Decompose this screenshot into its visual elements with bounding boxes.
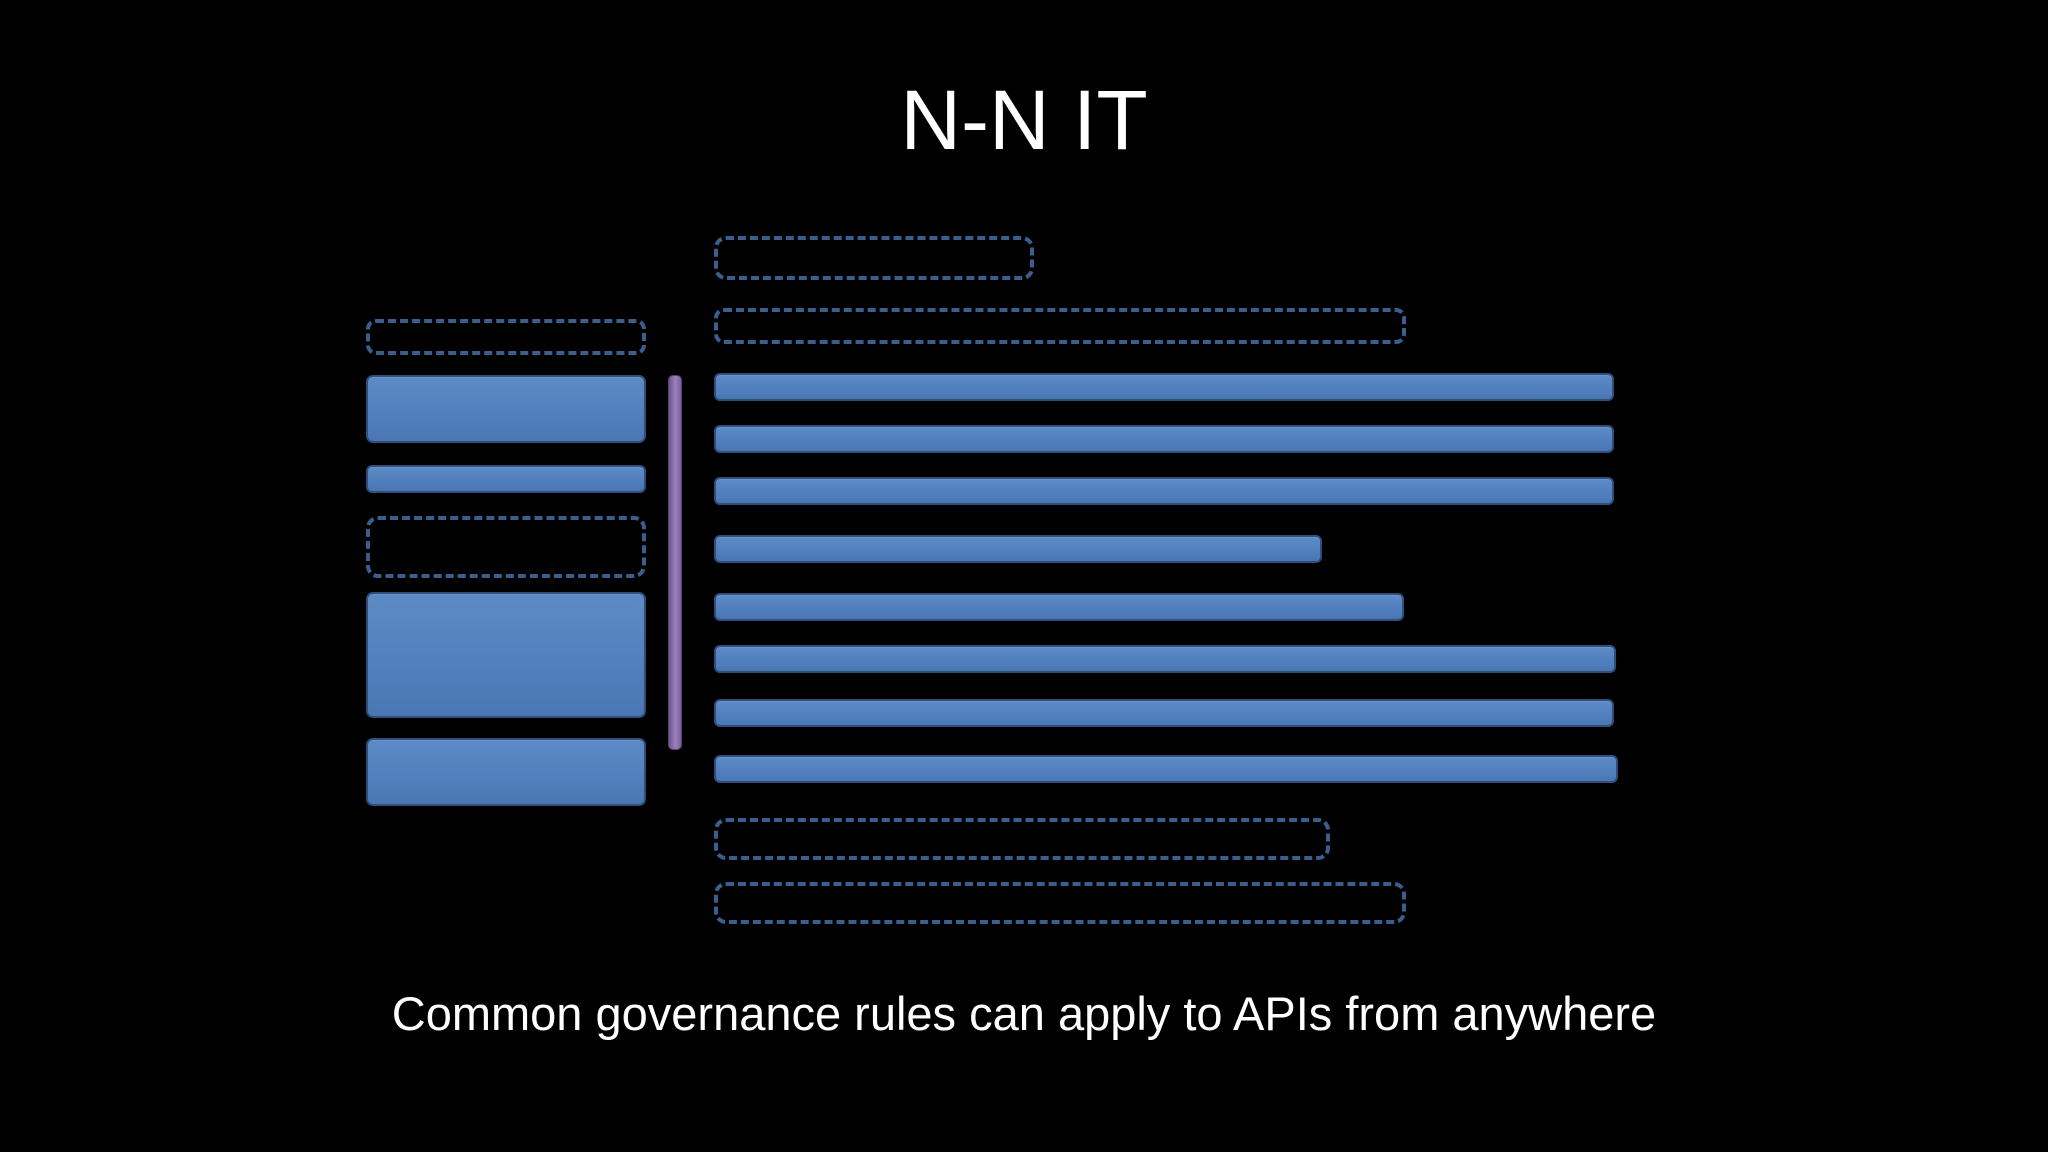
page-title: N-N IT (900, 73, 1148, 167)
left-block-1 (366, 375, 646, 443)
right-bar-1 (714, 373, 1614, 401)
right-bar-4 (714, 535, 1322, 563)
right-bar-2 (714, 425, 1614, 453)
right-dashed-top-1 (714, 236, 1034, 280)
right-dashed-top-2 (714, 308, 1406, 344)
right-bar-3 (714, 477, 1614, 505)
right-bar-7 (714, 699, 1614, 727)
vertical-divider (668, 375, 682, 750)
slide-caption: Common governance rules can apply to API… (391, 987, 1657, 1040)
right-bar-6 (714, 645, 1616, 673)
left-block-4 (366, 738, 646, 806)
right-bar-5 (714, 593, 1404, 621)
left-dashed-placeholder-2 (366, 516, 646, 578)
left-block-2 (366, 465, 646, 493)
left-block-3 (366, 592, 646, 718)
right-bar-8 (714, 755, 1618, 783)
left-dashed-placeholder-1 (366, 319, 646, 355)
right-dashed-bottom-2 (714, 882, 1406, 924)
right-dashed-bottom-1 (714, 818, 1330, 860)
